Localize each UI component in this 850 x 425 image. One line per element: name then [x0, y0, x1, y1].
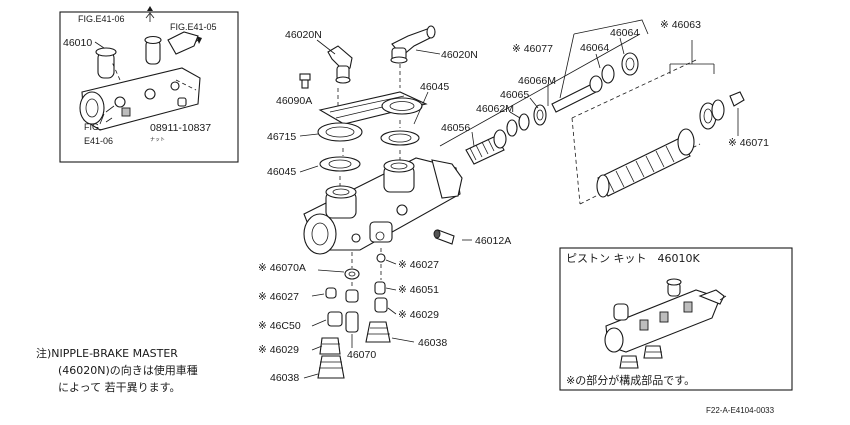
label-46020N-right: 46020N	[441, 49, 478, 61]
inset-fig-e41-05: FIG.E41-05	[170, 22, 217, 32]
secondary-piston-spring	[596, 128, 695, 198]
inset-nut-part-number: 08911-10837	[150, 122, 211, 134]
label-46063: ※ 46063	[660, 19, 701, 31]
screw-46090A	[299, 73, 311, 89]
label-46029-left: ※ 46029	[258, 344, 299, 356]
label-46071: ※ 46071	[728, 137, 769, 149]
inset-panel: FIG.E41-06 FIG.E41-05 46010 FIG. E41-0	[59, 6, 239, 163]
boot-46056	[465, 129, 507, 165]
label-46056: 46056	[441, 122, 470, 134]
footnote-line-3: によって 若干異ります。	[58, 381, 181, 394]
label-46070: 46070	[347, 349, 376, 361]
inset-fig-line1: FIG.	[84, 122, 102, 132]
diagram-code: F22-A-E4104-0033	[706, 406, 775, 415]
inset-master-cylinder	[79, 31, 201, 131]
label-46012A: 46012A	[475, 235, 511, 247]
label-46062M: 46062M	[476, 103, 514, 115]
piston-kit-illustration	[604, 278, 727, 369]
piston-kit-note: ※の部分が構成部品です。	[566, 373, 695, 387]
label-46064-top: 46064	[610, 27, 639, 39]
inset-fig-e41-06-top: FIG.E41-06	[78, 14, 125, 24]
label-46066M: 46066M	[518, 75, 556, 87]
piston-kit-title: ピストン キット 46010K	[566, 252, 700, 265]
label-46038-right: 46038	[418, 337, 447, 349]
label-46065: 46065	[500, 89, 529, 101]
inset-nut-label: ナット	[150, 137, 165, 143]
label-46064-second: 46064	[580, 42, 609, 54]
piston-axis	[439, 33, 641, 147]
label-46051: ※ 46051	[398, 284, 439, 296]
master-cylinder-body	[303, 157, 463, 255]
arrow-up-icon	[145, 12, 155, 22]
label-46077: ※ 46077	[512, 43, 553, 55]
small-parts-column	[317, 248, 391, 379]
piston-kit-panel: ピストン キット 46010K ※の部分が構成部品です。	[559, 247, 793, 391]
inset-assembly-number: 46010	[63, 37, 92, 49]
grommet-46045	[319, 130, 420, 172]
label-46020N-left: 46020N	[285, 29, 322, 41]
label-46027-left: ※ 46027	[258, 291, 299, 303]
label-46090A: 46090A	[276, 95, 312, 107]
piston-small-parts	[506, 52, 639, 137]
inset-frame	[59, 11, 239, 163]
nipple-left	[327, 45, 353, 84]
label-46045-left: 46045	[267, 166, 296, 178]
inset-fig-line2: E41-06	[84, 136, 113, 146]
label-46715: 46715	[267, 131, 296, 143]
label-46C50: ※ 46C50	[258, 320, 301, 332]
cup-46071	[699, 91, 745, 130]
label-46038-left: 46038	[270, 372, 299, 384]
footnote-line-1: 注)NIPPLE-BRAKE MASTER	[36, 346, 178, 360]
arrow-up-head-icon	[147, 6, 153, 11]
label-46029-right: ※ 46029	[398, 309, 439, 321]
seal-46070A	[344, 268, 360, 280]
piston-kit-frame	[559, 247, 793, 391]
reservoir-plate-46715	[317, 91, 428, 142]
footnote: 注)NIPPLE-BRAKE MASTER (46020N)の向きは使用車種 に…	[36, 346, 198, 394]
label-46027-right: ※ 46027	[398, 259, 439, 271]
nipple-right	[390, 25, 436, 64]
bleeder-46012A	[433, 229, 455, 245]
footnote-line-2: (46020N)の向きは使用車種	[58, 363, 198, 377]
label-46045-right: 46045	[420, 81, 449, 93]
label-46070A: ※ 46070A	[258, 262, 306, 274]
